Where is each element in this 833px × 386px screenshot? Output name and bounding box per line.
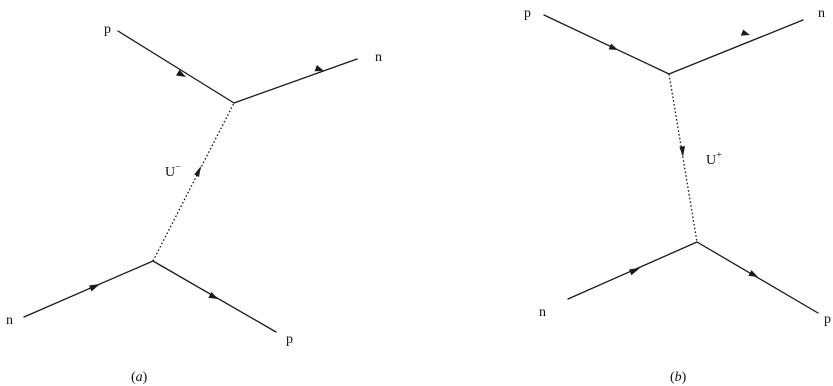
a-caption: (a): [131, 370, 148, 385]
b-neutron-out-arrow: [740, 29, 750, 36]
b-label-boson: U+: [706, 150, 722, 168]
a-boson-symbol: U: [165, 165, 175, 180]
b-proton-out-arrow: [748, 270, 758, 277]
b-label-n-in: n: [539, 305, 546, 320]
diagram-a: p n n p U− (a): [6, 22, 382, 385]
b-boson-line: [668, 73, 698, 243]
b-label-n-out: n: [818, 6, 825, 21]
a-boson-charge: −: [175, 162, 181, 173]
a-proton-in-arrow: [176, 69, 186, 77]
diagram-b: p n n p U+ (b): [524, 6, 831, 385]
a-label-n-in: n: [6, 313, 13, 328]
a-label-boson: U−: [165, 162, 181, 180]
b-neutron-out-line: [668, 19, 804, 75]
a-proton-in-line: [117, 30, 235, 104]
b-neutron-in-arrow: [629, 268, 640, 276]
b-proton-out-line: [696, 241, 819, 314]
b-caption: (b): [670, 370, 687, 385]
a-neutron-out-arrow: [314, 65, 324, 72]
a-boson-line: [152, 102, 235, 262]
a-label-p-in: p: [104, 22, 111, 37]
b-label-p-in: p: [524, 6, 531, 21]
b-proton-in-arrow: [608, 43, 618, 50]
a-proton-out-arrow: [208, 292, 218, 299]
a-boson-arrow: [194, 166, 201, 177]
a-neutron-in-line: [23, 260, 154, 318]
a-neutron-in-arrow: [89, 284, 100, 292]
a-label-n-out: n: [375, 50, 382, 65]
a-neutron-out-line: [233, 58, 358, 104]
b-proton-in-line: [543, 14, 670, 75]
b-boson-charge: +: [716, 150, 722, 161]
b-boson-symbol: U: [706, 153, 716, 168]
a-label-p-out: p: [286, 332, 293, 347]
b-label-p-out: p: [824, 312, 831, 327]
b-boson-arrow: [679, 146, 685, 157]
